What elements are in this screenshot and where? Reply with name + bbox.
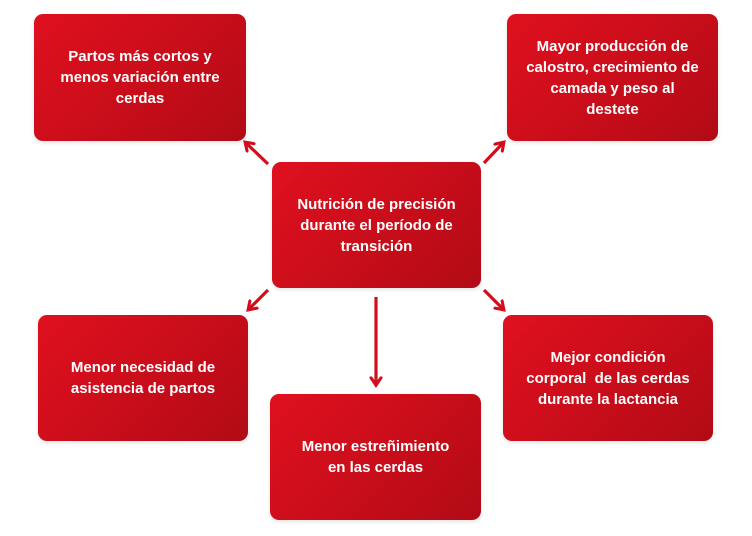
text-line: durante la lactancia (537, 390, 679, 408)
text-line: calostro, crecimiento de (526, 58, 699, 76)
text-line: destete (586, 100, 639, 118)
text-line: Menor estreñimiento (301, 438, 450, 455)
arrow-to-mid-left (249, 288, 270, 309)
text-line: asistencia de partos (70, 380, 216, 397)
central-concept-box: Nutrición de precisión durante el períod… (272, 162, 481, 288)
outcome-text: Mayor producción de calostro, crecimient… (526, 36, 699, 120)
outcome-text: Menor necesidad de asistencia de partos (71, 357, 215, 399)
text-line: corporal de las cerdas (526, 369, 690, 387)
central-concept-text: Nutrición de precisión durante el períod… (297, 194, 455, 257)
text-line: durante el período de (300, 216, 453, 234)
arrow-to-top-left (246, 143, 270, 166)
text-line: Nutrición de precisión (297, 195, 456, 213)
outcome-box-farrowing-assistance: Menor necesidad de asistencia de partos (38, 315, 248, 441)
text-line: cerdas (115, 90, 165, 107)
text-line: menos variación entre (60, 69, 220, 86)
outcome-text: Menor estreñimiento en las cerdas (302, 436, 450, 478)
text-line: Mayor producción de (536, 37, 689, 55)
text-line: Partos más cortos y (68, 48, 212, 65)
text-line: en las cerdas (327, 459, 424, 476)
outcome-box-shorter-farrowing: Partos más cortos y menos variación entr… (34, 14, 246, 141)
outcome-box-body-condition: Mejor condición corporal de las cerdas d… (503, 315, 713, 441)
arrow-to-mid-right (482, 288, 503, 309)
text-line: camada y peso al (550, 79, 675, 97)
outcome-box-constipation: Menor estreñimiento en las cerdas (270, 394, 481, 520)
outcome-box-colostrum-production: Mayor producción de calostro, crecimient… (507, 14, 718, 141)
text-line: transición (340, 237, 413, 255)
text-line: Menor necesidad de (70, 359, 216, 376)
outcome-text: Partos más cortos y menos variación entr… (60, 46, 219, 109)
arrow-to-top-right (482, 143, 503, 165)
outcome-text: Mejor condición corporal de las cerdas d… (526, 347, 689, 410)
text-line: Mejor condición (550, 348, 666, 366)
